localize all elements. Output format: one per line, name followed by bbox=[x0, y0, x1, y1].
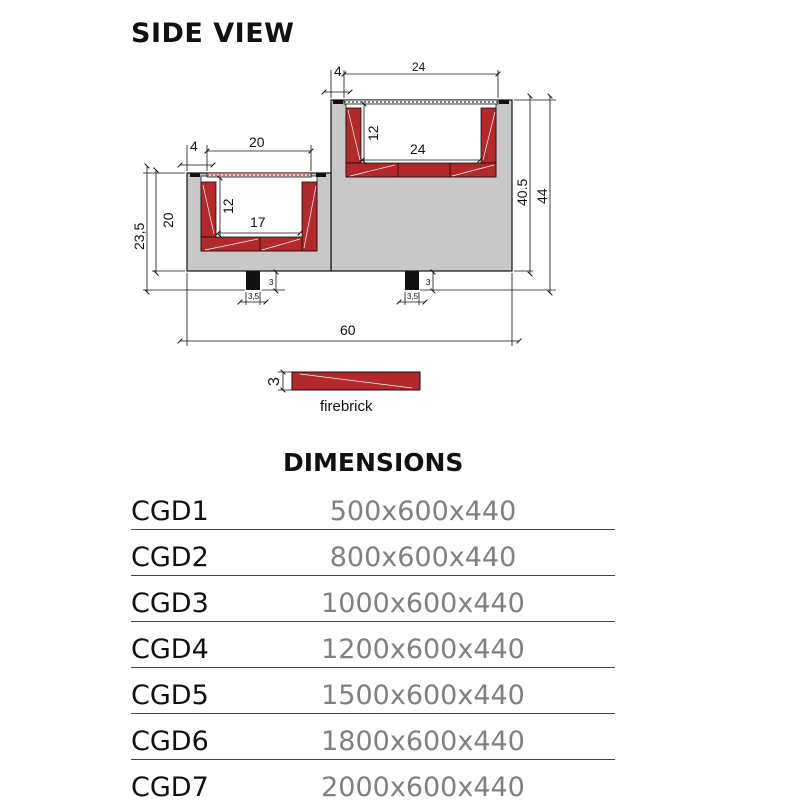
model-cell: CGD4 bbox=[131, 622, 261, 668]
size-cell: 1500x600x440 bbox=[261, 668, 615, 714]
size-cell: 1000x600x440 bbox=[261, 576, 615, 622]
model-cell: CGD1 bbox=[131, 484, 261, 530]
foot-height-label-right: 3 bbox=[426, 278, 431, 287]
small-inner-depth-label: 12 bbox=[220, 198, 236, 214]
dimensions-heading: DIMENSIONS bbox=[283, 448, 463, 477]
small-outer-height-label: 20 bbox=[160, 212, 176, 228]
model-cell: CGD7 bbox=[131, 760, 261, 805]
size-cell: 2000x600x440 bbox=[261, 760, 615, 805]
foot-width-label-left: 3,5 bbox=[248, 292, 260, 301]
model-cell: CGD5 bbox=[131, 668, 261, 714]
table-row: CGD6 1800x600x440 bbox=[131, 714, 615, 760]
small-firebox bbox=[190, 173, 326, 251]
foot-left bbox=[246, 271, 260, 290]
table-row: CGD2 800x600x440 bbox=[131, 530, 615, 576]
table-row: CGD5 1500x600x440 bbox=[131, 668, 615, 714]
large-wall-label: 4 bbox=[334, 63, 342, 79]
firebrick-label: firebrick bbox=[320, 398, 373, 415]
model-cell: CGD6 bbox=[131, 714, 261, 760]
small-inner-width-label: 17 bbox=[250, 214, 266, 230]
table-row: CGD3 1000x600x440 bbox=[131, 576, 615, 622]
small-overall-height-label: 23,5 bbox=[131, 223, 147, 250]
large-overall-height-label: 44 bbox=[534, 188, 550, 204]
model-cell: CGD2 bbox=[131, 530, 261, 576]
large-firebrick-floor bbox=[346, 163, 496, 177]
small-wall-label: 4 bbox=[190, 138, 198, 154]
large-body-height-label: 40.5 bbox=[514, 179, 530, 206]
size-cell: 1200x600x440 bbox=[261, 622, 615, 668]
foot-width-label-right: 3,5 bbox=[407, 292, 419, 301]
table-row: CGD1 500x600x440 bbox=[131, 484, 615, 530]
size-cell: 1800x600x440 bbox=[261, 714, 615, 760]
model-cell: CGD3 bbox=[131, 576, 261, 622]
overall-width-label: 60 bbox=[340, 322, 356, 338]
firebrick-thickness-label: 3 bbox=[266, 377, 283, 386]
foot-right bbox=[405, 271, 419, 290]
table-row: CGD7 2000x600x440 bbox=[131, 760, 615, 805]
small-top-width-label: 20 bbox=[249, 134, 265, 150]
size-cell: 500x600x440 bbox=[261, 484, 615, 530]
large-inner-width-label: 24 bbox=[410, 141, 426, 157]
table-row: CGD4 1200x600x440 bbox=[131, 622, 615, 668]
large-top-width-label: 24 bbox=[412, 60, 426, 74]
size-cell: 800x600x440 bbox=[261, 530, 615, 576]
small-firebrick-floor bbox=[201, 237, 302, 251]
firebrick-legend: 3 firebrick bbox=[266, 372, 420, 415]
side-view-drawing: 4 24 12 24 4 20 12 17 23,5 20 40.5 44 3,… bbox=[0, 0, 800, 430]
large-firebox bbox=[333, 100, 509, 177]
foot-height-label-left: 3 bbox=[269, 278, 274, 287]
dimensions-table: CGD1 500x600x440 CGD2 800x600x440 CGD3 1… bbox=[131, 484, 615, 805]
large-inner-depth-label: 12 bbox=[365, 125, 381, 141]
